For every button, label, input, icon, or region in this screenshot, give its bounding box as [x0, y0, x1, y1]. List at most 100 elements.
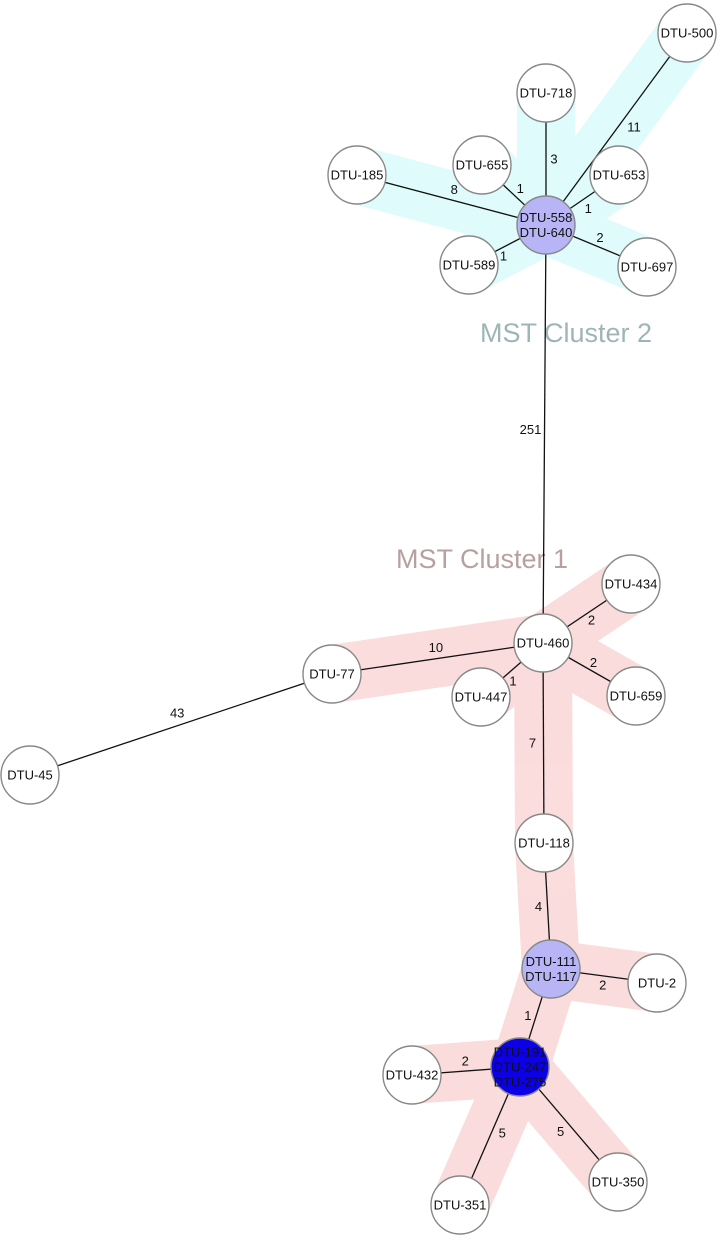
node-label: DTU-640 [520, 225, 573, 240]
node-n589[interactable]: DTU-589 [439, 235, 499, 295]
node-circle[interactable] [327, 145, 387, 205]
edge-weight-label: 10 [429, 640, 443, 655]
node-label: DTU-185 [331, 168, 384, 183]
node-label: DTU-77 [309, 667, 355, 682]
node-label: DTU-432 [386, 1068, 439, 1083]
node-circle[interactable] [430, 1175, 490, 1235]
node-label: DTU-117 [525, 969, 577, 984]
node-label: DTU-447 [455, 690, 508, 705]
node-n77[interactable]: DTU-77 [302, 644, 362, 704]
node-n434[interactable]: DTU-434 [601, 554, 661, 614]
edge-weight-label: 2 [462, 1054, 469, 1069]
node-label: DTU-589 [443, 258, 496, 273]
edge-n460-n77 [331, 642, 544, 675]
node-circle[interactable] [589, 145, 649, 205]
cluster-label-layer: MST Cluster 2 MST Cluster 1 [396, 318, 652, 574]
edge-weight-label: 1 [500, 249, 507, 264]
node-label: DTU-45 [7, 768, 53, 783]
node-label: DTU-118 [518, 836, 570, 851]
node-circle[interactable] [516, 63, 576, 123]
edge-weight-label: 5 [557, 1124, 564, 1139]
node-circle[interactable] [382, 1045, 442, 1105]
edge-weight-label: 4 [535, 899, 542, 914]
node-n118[interactable]: DTU-118 [514, 813, 574, 873]
edge-weight-label: 7 [529, 736, 536, 751]
edge-weight-label: 251 [520, 422, 542, 437]
node-circle[interactable] [452, 135, 512, 195]
node-label: DTU-697 [621, 260, 674, 275]
edge-n558-n185 [356, 174, 547, 226]
node-n351[interactable]: DTU-351 [430, 1175, 490, 1235]
node-label: DTU-653 [593, 168, 646, 183]
node-label: DTU-460 [517, 636, 570, 651]
node-circle[interactable] [439, 235, 499, 295]
edge-weight-label: 2 [588, 613, 595, 628]
node-circle[interactable] [588, 1152, 648, 1212]
node-n185[interactable]: DTU-185 [327, 145, 387, 205]
node-label: DTU-655 [456, 158, 509, 173]
node-label: DTU-191 [494, 1045, 547, 1060]
cluster-layer [303, 4, 716, 1234]
node-label: DTU-351 [434, 1198, 487, 1213]
edge-n558-n460 [542, 224, 547, 644]
node-n350[interactable]: DTU-350 [588, 1152, 648, 1212]
edge-weight-label: 2 [590, 655, 597, 670]
node-circle[interactable] [514, 813, 574, 873]
edge-weight-label: 8 [451, 182, 458, 197]
cluster-2-label: MST Cluster 2 [480, 318, 652, 348]
edge-n558-n500 [545, 32, 688, 226]
edge-weight-label: 3 [550, 152, 557, 167]
node-label: DTU-558 [520, 210, 573, 225]
node-label: DTU-2 [638, 976, 676, 991]
node-n718[interactable]: DTU-718 [516, 63, 576, 123]
node-n460[interactable]: DTU-460 [513, 613, 573, 673]
edge-weight-label: 5 [499, 1126, 506, 1141]
node-circle[interactable] [601, 554, 661, 614]
node-n655[interactable]: DTU-655 [452, 135, 512, 195]
node-circle[interactable] [451, 667, 511, 727]
node-label: DTU-350 [592, 1175, 645, 1190]
node-label: DTU-111 [526, 954, 577, 969]
edge-weight-label: 43 [170, 706, 184, 721]
node-n653[interactable]: DTU-653 [589, 145, 649, 205]
node-label: DTU-434 [605, 577, 658, 592]
node-label: DTU-275 [494, 1075, 547, 1090]
node-label: DTU-659 [610, 689, 663, 704]
edge-n460-n118 [542, 642, 545, 844]
edge-weight-label: 1 [509, 674, 516, 689]
edge-n77-n45 [29, 673, 333, 776]
edge-weight-label: 11 [627, 120, 641, 135]
node-label: DTU-247 [494, 1060, 547, 1075]
node-circle[interactable] [657, 3, 717, 63]
node-n2[interactable]: DTU-2 [627, 953, 687, 1013]
edge-weight-label: 1 [585, 201, 592, 216]
edge-weight-label: 2 [596, 230, 603, 245]
node-n447[interactable]: DTU-447 [451, 667, 511, 727]
node-circle[interactable] [516, 195, 576, 255]
node-circle[interactable] [302, 644, 362, 704]
node-n697[interactable]: DTU-697 [617, 237, 677, 297]
edge-weight-label: 1 [524, 1008, 531, 1023]
node-circle[interactable] [521, 939, 581, 999]
node-n45[interactable]: DTU-45 [0, 745, 60, 805]
node-n659[interactable]: DTU-659 [606, 666, 666, 726]
edge-weight-label: 1 [517, 181, 524, 196]
cluster-1-label: MST Cluster 1 [396, 544, 568, 574]
node-circle[interactable] [627, 953, 687, 1013]
node-n500[interactable]: DTU-500 [657, 3, 717, 63]
node-label: DTU-718 [520, 86, 573, 101]
node-circle[interactable] [0, 745, 60, 805]
node-circle[interactable] [513, 613, 573, 673]
node-label: DTU-500 [661, 26, 714, 41]
edge-weight-label: 2 [599, 977, 606, 992]
node-circle[interactable] [617, 237, 677, 297]
node-circle[interactable] [490, 1037, 550, 1097]
node-n432[interactable]: DTU-432 [382, 1045, 442, 1105]
node-circle[interactable] [606, 666, 666, 726]
